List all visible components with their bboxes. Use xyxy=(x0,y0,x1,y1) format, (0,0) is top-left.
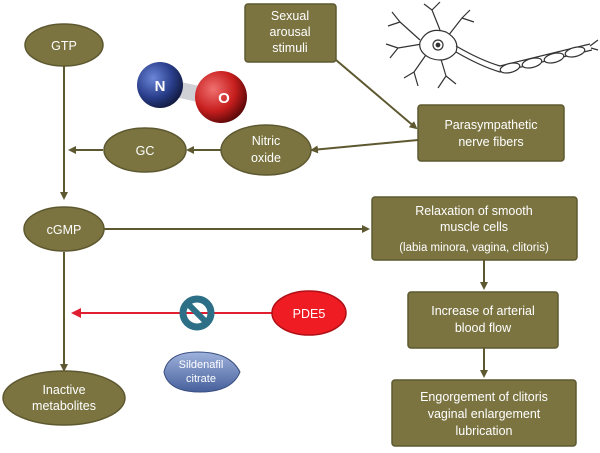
node-engorgement: Engorgement of clitoris vaginal enlargem… xyxy=(391,379,577,447)
oxygen-atom-label: O xyxy=(218,90,230,107)
node-cgmp-label: cGMP xyxy=(47,223,82,237)
node-sexual-arousal-line1: Sexual xyxy=(271,9,309,23)
node-parasympathetic-line2: nerve fibers xyxy=(458,135,523,149)
node-sexual-arousal-line3: stimuli xyxy=(272,41,307,55)
node-arterial-flow-line1: Increase of arterial xyxy=(431,304,535,318)
node-inactive-metabolites-line2: metabolites xyxy=(32,399,96,413)
node-gtp-label: GTP xyxy=(51,39,77,53)
sildenafil-label-line2: citrate xyxy=(186,373,216,385)
no-molecule-icon: N O xyxy=(137,62,247,123)
node-engorgement-line1: Engorgement of clitoris xyxy=(420,390,548,404)
arrows xyxy=(60,59,488,378)
node-pde5-label: PDE5 xyxy=(293,307,326,321)
node-arterial-flow-line2: blood flow xyxy=(455,321,512,335)
node-nitric-oxide: Nitric oxide xyxy=(220,124,312,176)
node-engorgement-line3: lubrication xyxy=(456,424,513,438)
node-sexual-arousal: Sexual arousal stimuli xyxy=(244,3,337,63)
inhibition-icon xyxy=(179,295,215,331)
node-nitric-oxide-line2: oxide xyxy=(251,151,281,165)
nitrogen-atom-label: N xyxy=(155,78,166,95)
node-engorgement-line2: vaginal enlargement xyxy=(428,407,541,421)
node-parasympathetic-line1: Parasympathetic xyxy=(444,118,537,132)
node-sexual-arousal-line2: arousal xyxy=(270,25,311,39)
node-pde5: PDE5 xyxy=(271,290,347,336)
node-relaxation-line2: muscle cells xyxy=(440,220,508,234)
node-relaxation: Relaxation of smooth muscle cells (labia… xyxy=(371,196,578,261)
node-cgmp: cGMP xyxy=(23,206,105,252)
arrow-stimuli-to-parasympathetic xyxy=(335,59,418,130)
node-inactive-metabolites: Inactive metabolites xyxy=(2,370,126,426)
sildenafil-pill-icon: Sildenafil citrate xyxy=(163,351,241,393)
node-parasympathetic: Parasympathetic nerve fibers xyxy=(417,104,565,162)
sildenafil-label-line1: Sildenafil xyxy=(179,359,224,371)
node-gc: GC xyxy=(103,127,187,173)
node-gtp: GTP xyxy=(24,23,104,67)
arrow-parasympathetic-to-no xyxy=(310,139,419,154)
neuron-illustration xyxy=(385,1,599,89)
node-nitric-oxide-line1: Nitric xyxy=(252,134,280,148)
node-relaxation-line3: (labia minora, vagina, clitoris) xyxy=(399,242,549,254)
node-relaxation-line1: Relaxation of smooth xyxy=(415,204,532,218)
node-inactive-metabolites-line1: Inactive xyxy=(42,383,85,397)
node-gc-label: GC xyxy=(136,144,155,158)
node-arterial-flow: Increase of arterial blood flow xyxy=(407,291,559,349)
